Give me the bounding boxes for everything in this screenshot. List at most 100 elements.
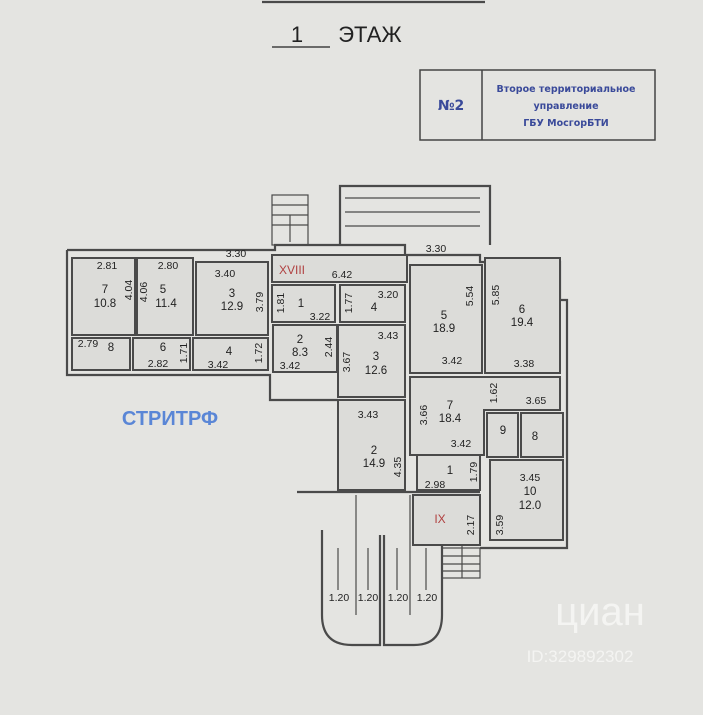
dim: 3.38 (514, 358, 535, 370)
room-number: 3 (373, 351, 379, 363)
svg-text:4.04: 4.04 (123, 280, 135, 301)
dim: 3.30 (226, 248, 247, 260)
room-number: 3 (229, 288, 235, 300)
room-number: 1 (447, 465, 453, 477)
dim: 3.43 (358, 409, 379, 421)
room-number: 2 (371, 445, 377, 457)
room-area: 11.4 (155, 298, 177, 310)
room-area: 19.4 (511, 317, 534, 329)
room-center-3 (337, 324, 406, 398)
dim: 3.42 (280, 360, 301, 372)
room-area: 18.9 (433, 323, 455, 335)
outer-wall (65, 250, 338, 402)
svg-text:1.81: 1.81 (275, 293, 287, 314)
svg-text:3.59: 3.59 (494, 515, 506, 536)
stamp-line-3: ГБУ МосгорБТИ (523, 118, 609, 129)
dim: 3.43 (378, 330, 399, 342)
room-area: 10.8 (94, 298, 116, 310)
room-area: 12.9 (221, 301, 243, 313)
dim: 2.79 (78, 338, 99, 350)
room-number: 7 (102, 284, 108, 296)
room-number: 5 (160, 284, 166, 296)
dim: 1.20 (388, 592, 409, 604)
dim: 2.82 (148, 358, 169, 370)
streetrf-watermark: СТРИТРФ (122, 408, 218, 430)
svg-text:3.67: 3.67 (341, 352, 353, 373)
bti-stamp: №2 Второе территориальное управление ГБУ… (419, 69, 656, 141)
room-right-8 (520, 412, 564, 458)
dim: 2.80 (158, 260, 179, 272)
dim: 3.42 (208, 359, 229, 371)
room-number: 8 (532, 431, 538, 443)
room-left-3 (195, 261, 269, 336)
corridor-label: IX (434, 512, 445, 526)
svg-text:1.71: 1.71 (178, 343, 190, 364)
room-area: 18.4 (439, 413, 462, 425)
dim: 1.20 (329, 592, 350, 604)
room-left-7 (71, 257, 136, 336)
dim: 2.81 (97, 260, 118, 272)
svg-text:1.77: 1.77 (343, 293, 355, 314)
svg-text:4.06: 4.06 (138, 282, 150, 303)
room-center-2-large (337, 399, 406, 491)
room-number: 5 (441, 310, 447, 322)
dim: 2.98 (425, 479, 446, 491)
bottom-ramps (320, 495, 444, 647)
room-area: 14.9 (363, 458, 385, 470)
room-number: 2 (297, 334, 303, 346)
dim: 3.45 (520, 472, 541, 484)
dim: 3.65 (526, 395, 547, 407)
room-number: 1 (298, 298, 304, 310)
svg-text:3.66: 3.66 (418, 405, 430, 426)
room-right-10 (489, 459, 564, 541)
room-right-9 (486, 412, 519, 458)
svg-text:5.54: 5.54 (464, 286, 476, 307)
stamp-line-2: управление (533, 101, 598, 112)
floor-label: ЭТАЖ (338, 22, 402, 47)
room-number: 7 (447, 400, 453, 412)
room-area: 12.0 (519, 500, 541, 512)
svg-text:1.72: 1.72 (253, 343, 265, 364)
dim: 3.20 (378, 289, 399, 301)
cian-id-watermark: ID:329892302 (527, 647, 634, 666)
room-number: 10 (524, 486, 537, 498)
room-area: 8.3 (292, 347, 308, 359)
svg-text:2.44: 2.44 (323, 337, 335, 358)
room-right-5 (409, 264, 483, 374)
dim: 1.20 (417, 592, 438, 604)
bottom-stair (441, 545, 481, 579)
room-area: 12.6 (365, 365, 387, 377)
floor-number: 1 (291, 22, 303, 47)
corridor-label: XVIII (279, 263, 305, 277)
room-number: 4 (371, 302, 378, 314)
svg-text:4.35: 4.35 (392, 457, 404, 478)
room-center-4 (339, 284, 406, 323)
vertical-dims: 4.04 4.06 3.79 1.71 1.72 1.81 2.44 1.77 … (123, 280, 506, 536)
room-left-6 (132, 337, 191, 371)
svg-text:5.85: 5.85 (490, 285, 502, 306)
dim: 6.42 (332, 269, 353, 281)
room-center-1 (271, 284, 336, 323)
corridor-ix (412, 494, 481, 546)
room-number: 6 (160, 342, 166, 354)
outer-wall (67, 243, 569, 550)
room-right-1 (416, 454, 481, 491)
svg-text:1.79: 1.79 (468, 462, 480, 483)
room-center-2 (272, 324, 338, 373)
dim: 3.22 (310, 311, 331, 323)
cian-watermark: циан (555, 590, 645, 634)
room-left-5 (136, 257, 194, 336)
room-right-7 (409, 376, 561, 456)
dim: 3.42 (451, 438, 472, 450)
dim: 1.20 (358, 592, 379, 604)
room-number: 9 (500, 425, 506, 437)
top-stair (271, 184, 492, 246)
room-number: 6 (519, 304, 525, 316)
stamp-number: №2 (438, 98, 465, 114)
room-number: 8 (108, 342, 114, 354)
room-right-6 (484, 257, 561, 374)
corridor-xviii (271, 254, 408, 283)
svg-text:2.17: 2.17 (465, 515, 477, 536)
dim: 3.40 (215, 268, 236, 280)
room-left-4 (192, 337, 269, 371)
